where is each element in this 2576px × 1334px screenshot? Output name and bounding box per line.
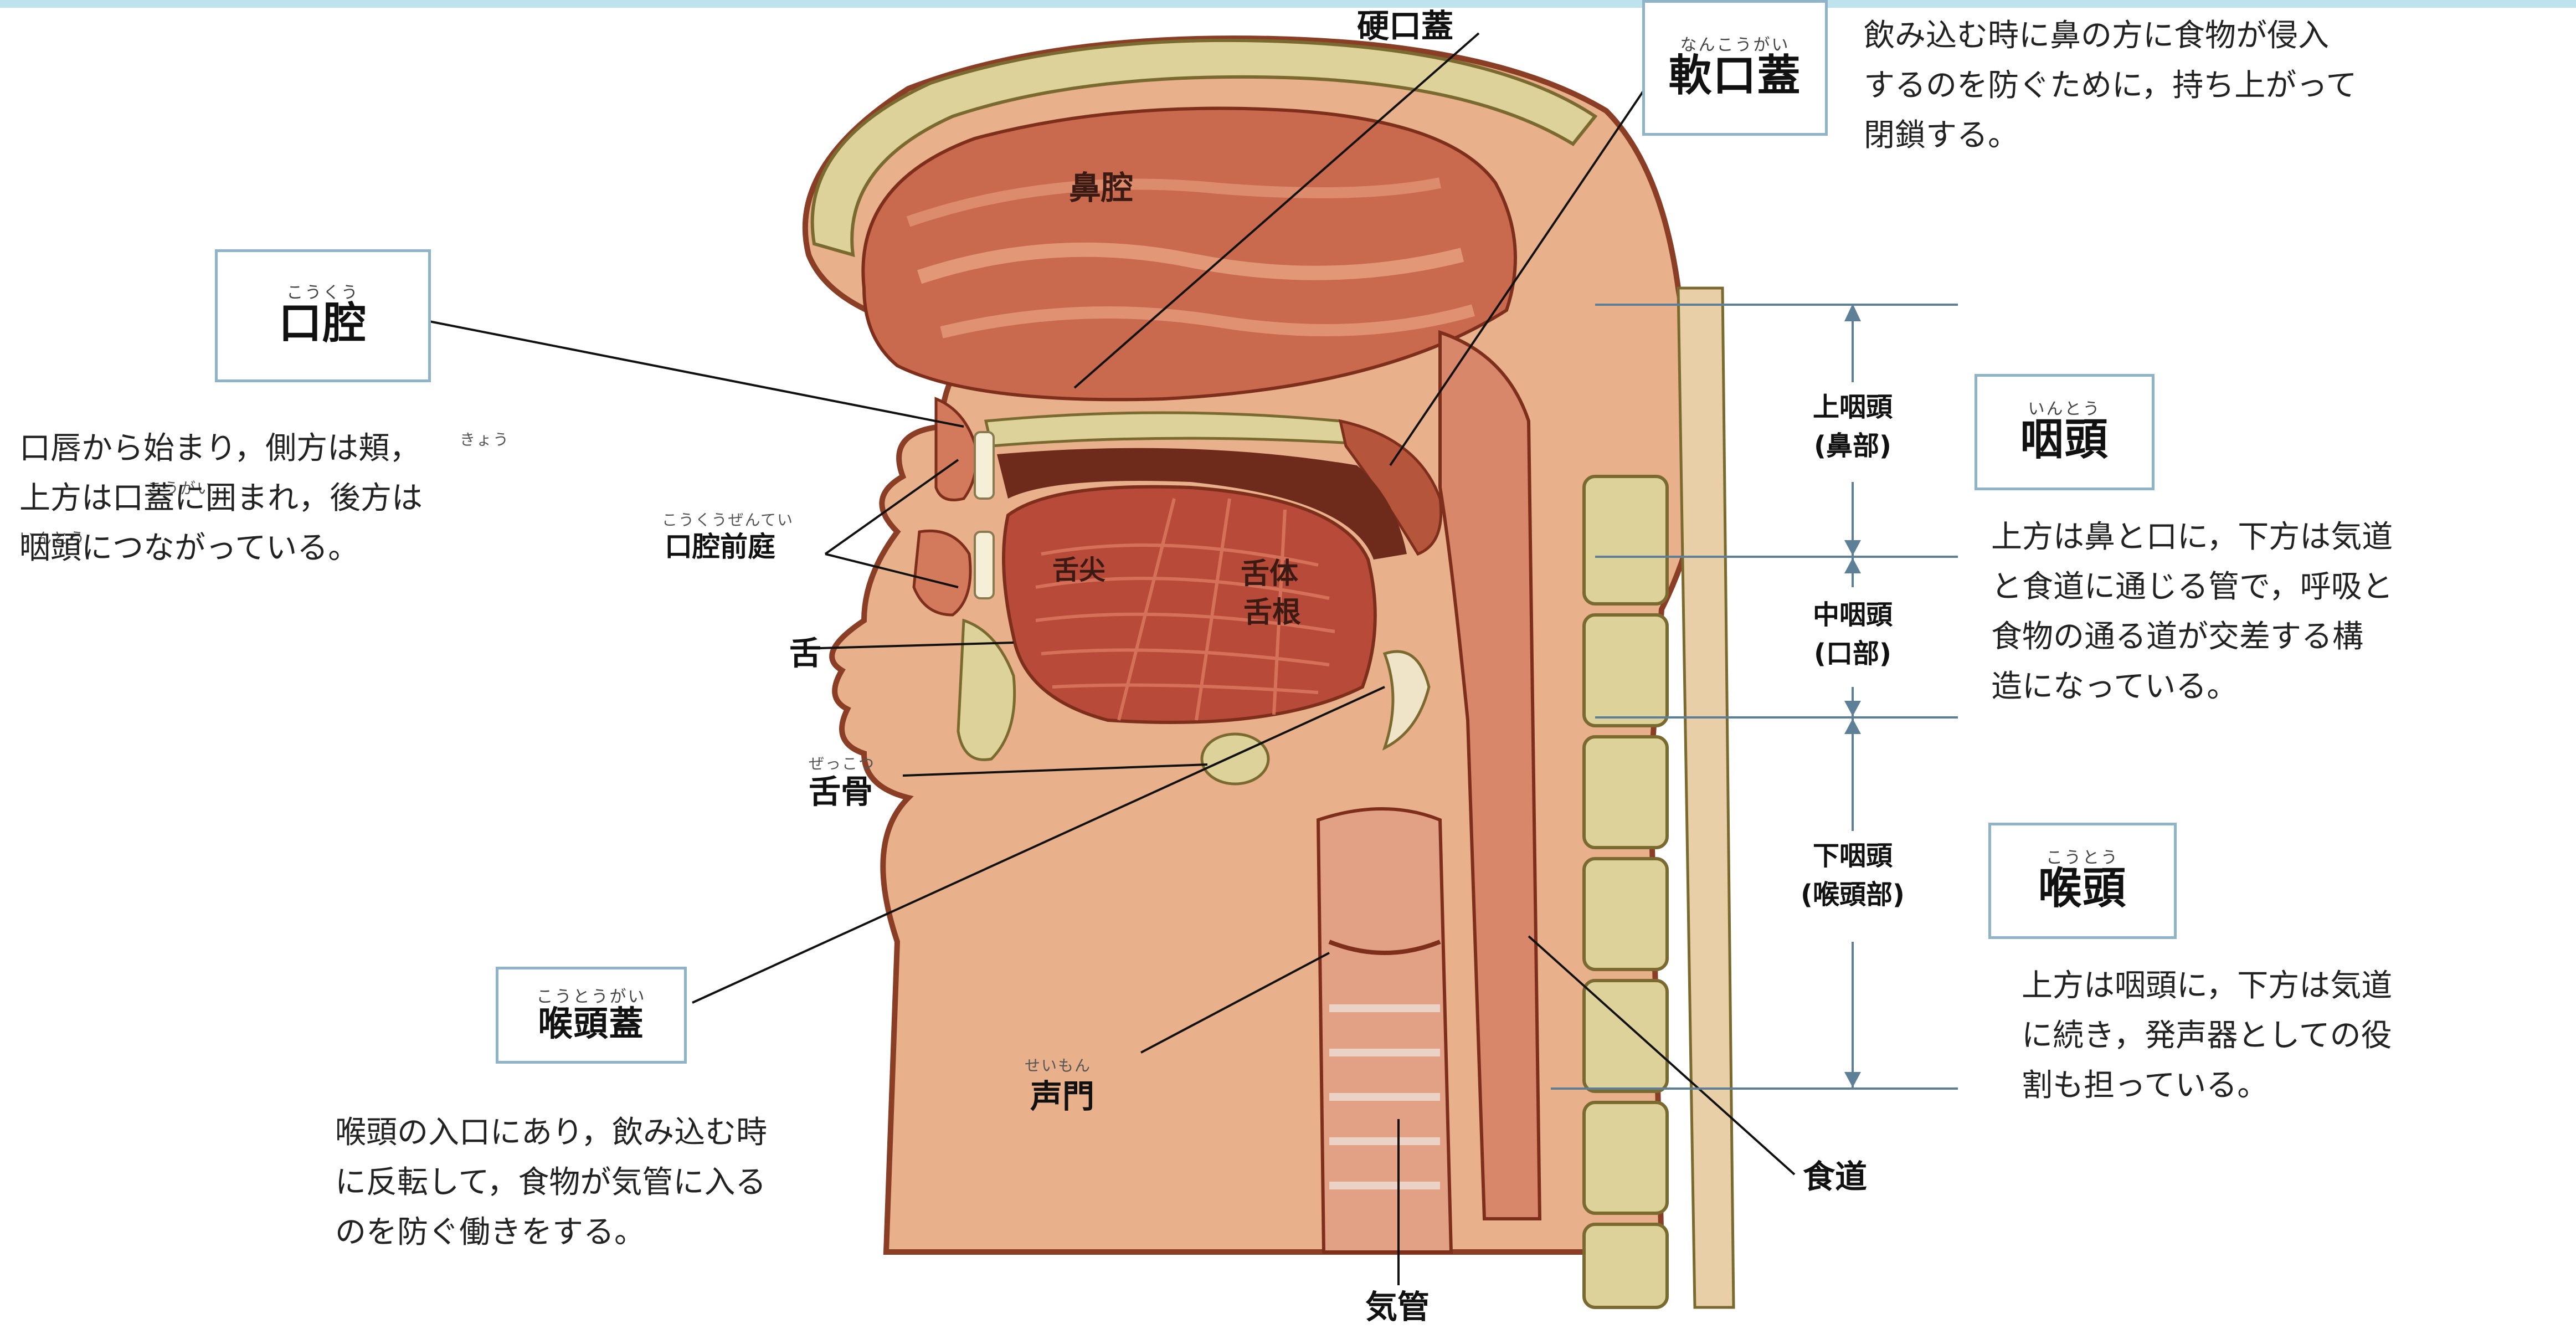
lower-pharynx-line1: 下咽頭 <box>1775 837 1930 875</box>
larynx-title: 喉頭 <box>2038 866 2127 912</box>
pharynx-desc-line: 造になっている。 <box>1991 662 2393 712</box>
larynx-desc-line: 割も担っている。 <box>2022 1061 2392 1111</box>
ruby-kyou: きょう <box>460 432 510 448</box>
larynx-desc-line: に続き，発声器としての役 <box>2022 1011 2392 1061</box>
lower-tooth <box>975 532 994 598</box>
upper-tooth <box>975 432 994 499</box>
larynx-description: 上方は咽頭に，下方は気道 に続き，発声器としての役 割も担っている。 <box>2022 961 2392 1111</box>
spinal-cord <box>1678 288 1734 1307</box>
upper-pharynx-label: 上咽頭 (鼻部) <box>1786 388 1919 465</box>
pharynx-description: 上方は鼻と口に，下方は気道 と食道に通じる管で，呼吸と 食物の通る道が交差する構… <box>1991 512 2393 712</box>
glottis-label: 声門 <box>1030 1080 1094 1112</box>
epiglottis-desc-line: のを防ぐ働きをする。 <box>335 1208 767 1258</box>
epiglottis-title: 喉頭蓋 <box>538 1005 644 1041</box>
upper-pharynx-line1: 上咽頭 <box>1786 388 1919 427</box>
hyoid-bone <box>1202 734 1268 784</box>
soft-palate-desc-line: 閉鎖する。 <box>1864 111 2357 161</box>
epiglottis-desc-line: に反転して，食物が気管に入る <box>335 1158 767 1208</box>
epiglottis-box: こうとうがい 喉頭蓋 <box>496 967 687 1064</box>
upper-pharynx-line2: (鼻部) <box>1786 427 1919 465</box>
soft-palate-desc-line: 飲み込む時に鼻の方に食物が侵入 <box>1864 11 2357 61</box>
oral-cavity-title: 口腔 <box>279 301 367 347</box>
oral-cavity-description: 口唇から始まり，側方は頬， 上方は口蓋に囲まれ，後方は 咽頭につながっている。 <box>19 424 423 573</box>
lower-lip <box>914 531 970 615</box>
oral-vestibule-label: 口腔前庭 <box>665 533 775 561</box>
cervical-vertebrae <box>1584 476 1667 1307</box>
esophagus-label: 食道 <box>1803 1161 1867 1193</box>
pharynx-desc-line: 上方は鼻と口に，下方は気道 <box>1991 512 2393 562</box>
tongue-body-label: 舌体 <box>1241 560 1298 588</box>
lower-pharynx-label: 下咽頭 (喉頭部) <box>1775 837 1930 914</box>
pharynx-box: いんとう 咽頭 <box>1975 374 2155 490</box>
tongue-tip-label: 舌尖 <box>1052 557 1106 583</box>
pharynx-desc-line: と食道に通じる管で，呼吸と <box>1991 562 2393 612</box>
larynx-box: こうとう 喉頭 <box>1988 823 2177 939</box>
epiglottis-desc-line: 喉頭の入口にあり，飲み込む時 <box>335 1108 767 1158</box>
pharynx-desc-line: 食物の通る道が交差する構 <box>1991 612 2393 662</box>
hard-palate-label: 硬口蓋 <box>1357 10 1453 42</box>
oral-cavity-desc-line: 上方は口蓋に囲まれ，後方は <box>19 474 423 524</box>
middle-pharynx-label: 中咽頭 (口部) <box>1786 596 1919 673</box>
oral-cavity-desc-line: 咽頭につながっている。 <box>19 524 423 573</box>
soft-palate-description: 飲み込む時に鼻の方に食物が侵入 するのを防ぐために，持ち上がって 閉鎖する。 <box>1864 11 2357 161</box>
middle-pharynx-line1: 中咽頭 <box>1786 596 1919 634</box>
nasal-cavity-label: 鼻腔 <box>1069 172 1133 204</box>
larynx-desc-line: 上方は咽頭に，下方は気道 <box>2022 961 2392 1011</box>
soft-palate-box: なんこうがい 軟口蓋 <box>1642 0 1828 136</box>
pharynx-title: 咽頭 <box>2020 418 2109 463</box>
middle-pharynx-line2: (口部) <box>1786 634 1919 673</box>
lower-pharynx-line2: (喉頭部) <box>1775 875 1930 914</box>
glottis-ruby: せいもん <box>1025 1058 1091 1074</box>
oral-vestibule-ruby: こうくうぜんてい <box>662 512 794 528</box>
hyoid-label: 舌骨 <box>809 776 873 808</box>
tongue-label: 舌 <box>789 637 821 669</box>
oral-cavity-box: こうくう 口腔 <box>215 249 431 382</box>
soft-palate-desc-line: するのを防ぐために，持ち上がって <box>1864 61 2357 111</box>
oral-cavity-desc-line: 口唇から始まり，側方は頬， <box>19 424 423 474</box>
tongue-root-label: 舌根 <box>1243 598 1301 627</box>
trachea-label: 気管 <box>1365 1291 1430 1323</box>
hyoid-ruby: ぜっこつ <box>809 756 875 772</box>
soft-palate-title: 軟口蓋 <box>1668 54 1801 99</box>
epiglottis-description: 喉頭の入口にあり，飲み込む時 に反転して，食物が気管に入る のを防ぐ働きをする。 <box>335 1108 767 1258</box>
